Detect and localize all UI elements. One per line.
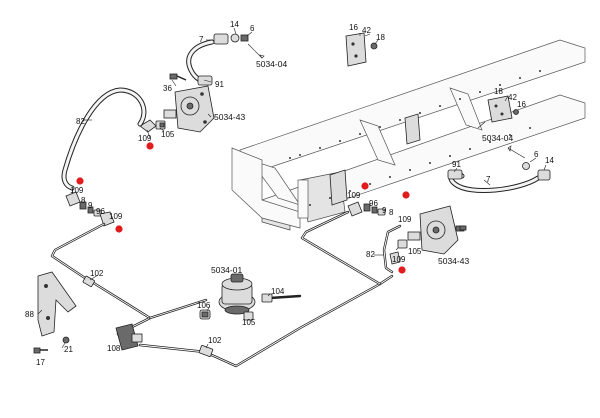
small-bolts-right (459, 225, 467, 231)
callout-102-bottom: 102 (208, 336, 222, 345)
callout-16-top: 16 (349, 23, 358, 32)
callout-17: 17 (36, 358, 45, 367)
ref-5034-43-top: 5034-43 (214, 112, 245, 122)
red-markers (76, 142, 410, 274)
callout-16-right: 16 (517, 100, 526, 109)
ref-5034-01: 5034-01 (211, 265, 242, 275)
marker-dot (115, 225, 123, 233)
fitting-105-bottom (243, 311, 254, 321)
bracket-top (345, 32, 378, 67)
callout-108: 108 (107, 344, 121, 353)
callout-109-top: 109 (138, 134, 152, 143)
callout-18-right: 18 (494, 87, 503, 96)
callout-14-top: 14 (230, 20, 239, 29)
part-108 (115, 323, 143, 351)
bracket-right (487, 95, 519, 123)
callout-42-top: 42 (362, 26, 371, 35)
fitting-chain-mid (347, 201, 408, 249)
callout-36: 36 (163, 84, 172, 93)
bolt-17 (33, 347, 48, 354)
marker-dot (402, 191, 410, 199)
hose-82-left (61, 87, 147, 191)
fitting-104 (261, 293, 273, 303)
ref-5034-04-top: 5034-04 (256, 59, 287, 69)
callout-6-top: 6 (250, 24, 255, 33)
callout-102-top: 102 (90, 269, 104, 278)
callout-9-left: 9 (88, 201, 93, 210)
fitting-109-top (139, 119, 157, 133)
ref-5034-43-mid: 5034-43 (438, 256, 469, 266)
callout-82-mid: 82 (366, 250, 375, 259)
marker-dot (76, 177, 84, 185)
callout-109-mid2: 109 (398, 215, 412, 224)
callout-88: 88 (25, 310, 34, 319)
callout-8-mid: 8 (389, 208, 394, 217)
fitting-102-bottom (198, 345, 214, 357)
fitting-102-top (82, 275, 95, 287)
callout-18-top: 18 (376, 33, 385, 42)
marker-dot (146, 142, 154, 150)
leader-lines (37, 27, 547, 349)
pipe-82-mid (382, 224, 402, 274)
callout-105-mid: 105 (408, 247, 422, 256)
bolt-21 (62, 336, 70, 344)
callout-91-top: 91 (215, 80, 224, 89)
callout-7-right: 7 (486, 175, 491, 184)
bolt-36 (169, 73, 187, 81)
callout-82-left: 82 (76, 117, 85, 126)
hose-right (447, 162, 551, 194)
chassis-frame (231, 39, 586, 231)
callout-105-bottom: 105 (242, 318, 256, 327)
callout-96-left: 96 (96, 207, 105, 216)
callout-104: 104 (271, 287, 285, 296)
callout-8-left: 8 (81, 196, 86, 205)
callout-96-mid: 96 (369, 199, 378, 208)
callout-21: 21 (64, 345, 73, 354)
rail-holes (289, 70, 541, 206)
callout-91-right: 91 (452, 160, 461, 169)
valve-5034-43-top (163, 85, 215, 133)
valve-5034-01 (218, 273, 256, 315)
fitting-106 (199, 309, 211, 320)
marker-dot (361, 182, 369, 190)
marker-dot (398, 266, 406, 274)
valve-5034-43-mid (407, 205, 465, 255)
callout-109-mid: 109 (347, 191, 361, 200)
callout-109-left2: 109 (109, 212, 123, 221)
bracket-88 (37, 271, 77, 337)
callout-105-top: 105 (161, 130, 175, 139)
ref-5034-04-right: 5034-04 (482, 133, 513, 143)
fitting-105-top (155, 120, 166, 130)
fitting-chain-left (65, 191, 115, 227)
callout-6-right: 6 (534, 150, 539, 159)
callout-106: 106 (197, 301, 211, 310)
callout-9-mid: 9 (382, 206, 387, 215)
callout-14-right: 14 (545, 156, 554, 165)
fitting-14-top (213, 33, 249, 45)
callout-109-mid3: 109 (392, 255, 406, 264)
callout-109-left: 109 (70, 186, 84, 195)
callout-42-right: 42 (508, 93, 517, 102)
callout-7-top: 7 (199, 35, 204, 44)
callout-labels: 14 6 7 5034-04 36 91 5034-43 109 105 82 … (25, 20, 554, 367)
